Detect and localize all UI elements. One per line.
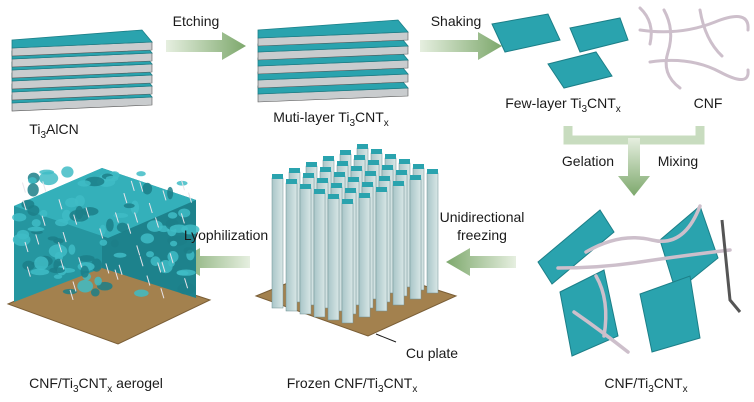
gelation-mixing-arrow <box>618 138 650 196</box>
mixing-label: Mixing <box>658 153 698 169</box>
frozen-block <box>254 144 458 343</box>
aerogel-label: CNF/Ti3CNTx aerogel <box>29 375 163 395</box>
shaking-label: Shaking <box>431 13 482 29</box>
freezing-arrow <box>446 248 516 276</box>
few-layer-flakes <box>491 13 629 89</box>
etching-label: Etching <box>173 13 220 29</box>
aerogel-block <box>6 166 212 345</box>
frozen-label: Frozen CNF/Ti3CNTx <box>287 375 418 395</box>
cnf-mixture-label: CNF/Ti3CNTx <box>604 375 687 395</box>
ti3alcn-stack <box>11 29 153 112</box>
cnf-fibers <box>638 6 750 90</box>
etching-arrow <box>166 32 246 60</box>
cu-plate-label: Cu plate <box>406 345 458 361</box>
gelation-label: Gelation <box>562 153 614 169</box>
shaking-arrow <box>420 32 502 60</box>
multilayer-stack <box>257 19 409 103</box>
ti3alcn-label: Ti3AlCN <box>29 121 78 141</box>
lyophilization-label: Lyophilization <box>184 227 268 243</box>
unidirectional-label: Unidirectional <box>440 209 525 225</box>
merge-connector <box>563 126 705 145</box>
freezing-label: freezing <box>457 227 507 243</box>
fewlayer-label: Few-layer Ti3CNTx <box>505 95 621 115</box>
cu-plate-leader <box>375 333 397 343</box>
multilayer-label: Muti-layer Ti3CNTx <box>273 109 389 129</box>
cnf-label: CNF <box>694 95 723 111</box>
cnf-mixture <box>537 204 742 357</box>
